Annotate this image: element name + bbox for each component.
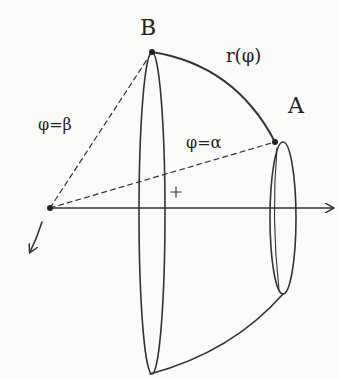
bottom-curve bbox=[150, 294, 283, 374]
axis bbox=[50, 207, 333, 209]
label: r(φ) bbox=[226, 46, 261, 66]
rotation-arrow bbox=[30, 222, 42, 252]
label: φ=β bbox=[38, 116, 72, 134]
label: φ=α bbox=[186, 134, 221, 152]
point bbox=[149, 49, 155, 55]
label: B bbox=[140, 16, 156, 40]
label: A bbox=[288, 94, 304, 118]
right-circle bbox=[270, 142, 296, 294]
center-mark bbox=[171, 187, 181, 197]
origin-point bbox=[47, 205, 53, 211]
left-circle bbox=[139, 52, 165, 374]
ray-alpha bbox=[50, 142, 275, 208]
point bbox=[272, 139, 278, 145]
right-circle-inner bbox=[274, 148, 279, 290]
